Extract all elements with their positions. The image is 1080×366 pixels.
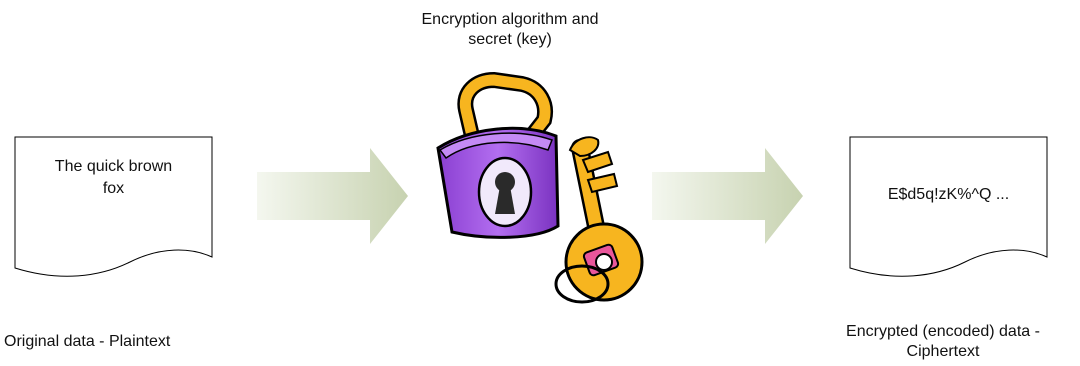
ciphertext-caption-line2: Ciphertext bbox=[906, 343, 980, 360]
arrow-icon-left bbox=[257, 148, 408, 244]
encryption-algorithm-label-line1: Encryption algorithm and bbox=[421, 11, 599, 28]
padlock-icon bbox=[436, 71, 560, 239]
arrow-icon-right bbox=[652, 148, 803, 244]
ciphertext-document-shape bbox=[849, 136, 1048, 277]
ciphertext-document-text: E$d5q!zK%^Q ... bbox=[887, 186, 1010, 203]
encryption-algorithm-label-line2: secret (key) bbox=[468, 31, 552, 48]
plaintext-line1: The quick brown bbox=[54, 158, 173, 175]
plaintext-document-text: The quick brown fox bbox=[15, 156, 212, 200]
plaintext-caption: Original data - Plaintext bbox=[4, 333, 171, 350]
plaintext-document-shape bbox=[14, 136, 213, 277]
plaintext-line2: fox bbox=[102, 180, 125, 197]
ciphertext-caption-line1: Encrypted (encoded) data - bbox=[846, 323, 1040, 340]
ciphertext-caption: Encrypted (encoded) data - Ciphertext bbox=[812, 322, 1074, 362]
encryption-algorithm-label: Encryption algorithm and secret (key) bbox=[400, 10, 620, 50]
key-icon bbox=[554, 136, 644, 304]
